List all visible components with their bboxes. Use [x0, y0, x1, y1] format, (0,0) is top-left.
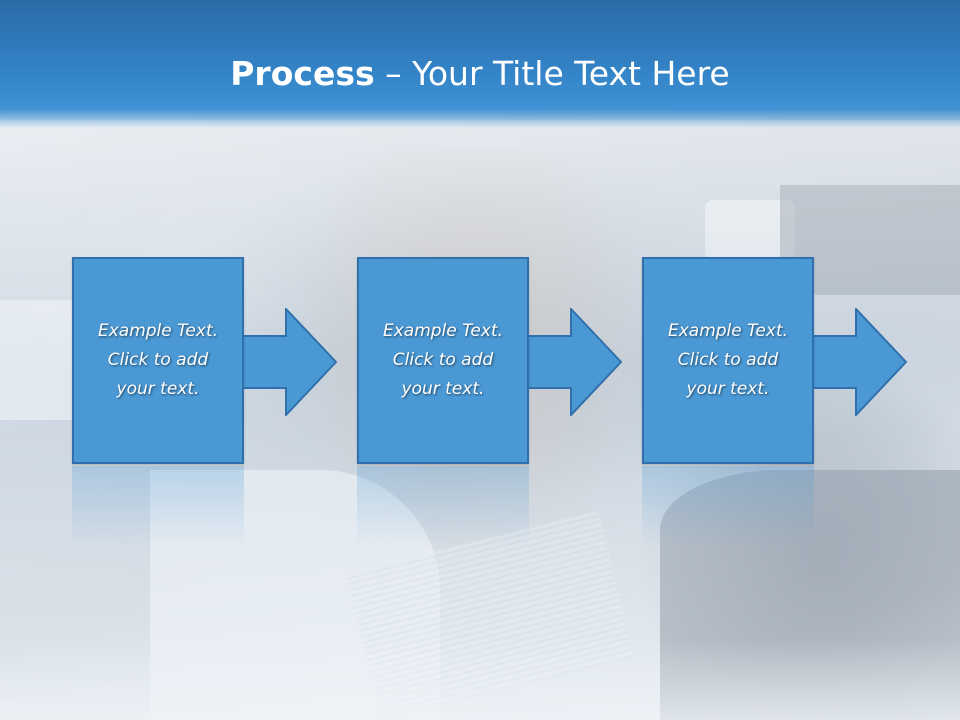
title-rest-text: – Your Title Text Here	[374, 54, 730, 93]
step-reflection	[357, 466, 529, 546]
right-arrow-icon[interactable]	[812, 308, 908, 416]
step-3-text[interactable]: Example Text. Click to add your text.	[667, 321, 789, 399]
step-reflection	[72, 466, 244, 546]
process-step-2[interactable]: Example Text. Click to add your text.	[357, 257, 529, 464]
process-step-1[interactable]: Example Text. Click to add your text.	[72, 257, 244, 464]
title-bar	[0, 0, 960, 128]
right-arrow-icon[interactable]	[242, 308, 338, 416]
step-2-text[interactable]: Example Text. Click to add your text.	[382, 321, 504, 399]
table-surface-image	[0, 640, 960, 720]
step-1-text[interactable]: Example Text. Click to add your text.	[97, 321, 219, 399]
right-arrow-icon[interactable]	[527, 308, 623, 416]
title-bold-text: Process	[230, 54, 375, 93]
step-reflection	[642, 466, 814, 546]
slide-title[interactable]: Process – Your Title Text Here	[0, 52, 960, 96]
process-step-3[interactable]: Example Text. Click to add your text.	[642, 257, 814, 464]
